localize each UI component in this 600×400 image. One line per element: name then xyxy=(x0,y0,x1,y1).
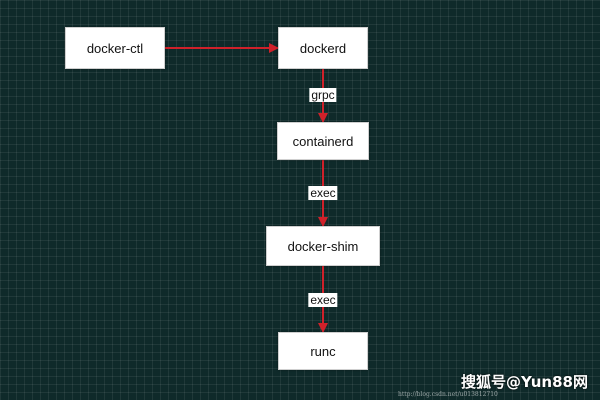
node-dockerd: dockerd xyxy=(278,27,368,69)
node-containerd: containerd xyxy=(277,122,369,160)
edge-label-exec-docker-shim: exec xyxy=(308,293,338,307)
source-watermark: 搜狐号@Yun88网 xyxy=(460,373,588,391)
node-runc: runc xyxy=(278,332,368,370)
edge-label-grpc: grpc xyxy=(309,88,337,102)
edge-label-exec-containerd: exec xyxy=(308,186,338,200)
node-docker-ctl: docker-ctl xyxy=(65,27,165,69)
watermark-url: http://blog.csdn.net/u013812710 xyxy=(398,391,498,398)
node-docker-shim: docker-shim xyxy=(266,226,380,266)
